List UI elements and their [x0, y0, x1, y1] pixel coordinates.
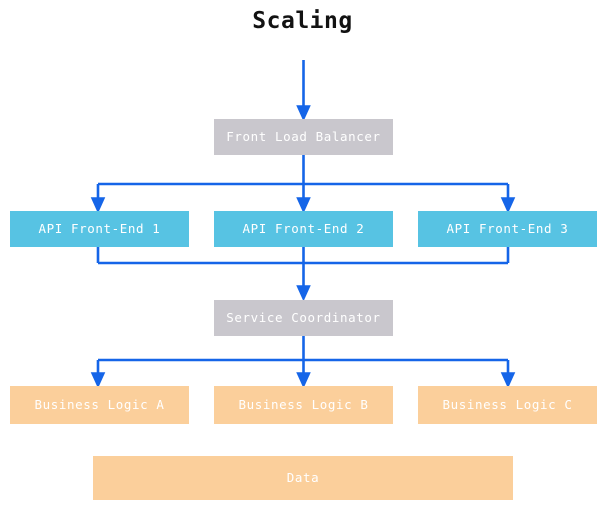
node-label: Data [286, 469, 320, 485]
node-label: Business Logic B [238, 396, 369, 412]
node-data[interactable]: Data [93, 456, 513, 500]
node-business-logic-c[interactable]: Business Logic C [418, 386, 597, 424]
node-api-front-end-1[interactable]: API Front-End 1 [10, 211, 189, 247]
node-label: Business Logic C [442, 396, 573, 412]
node-business-logic-b[interactable]: Business Logic B [214, 386, 393, 424]
node-label: Front Load Balancer [226, 128, 381, 144]
node-label: Service Coordinator [226, 309, 381, 325]
node-api-front-end-2[interactable]: API Front-End 2 [214, 211, 393, 247]
diagram-title: Scaling [252, 8, 353, 34]
node-front-load-balancer[interactable]: Front Load Balancer [214, 119, 393, 155]
node-service-coordinator[interactable]: Service Coordinator [214, 300, 393, 336]
node-label: API Front-End 2 [242, 220, 365, 236]
node-business-logic-a[interactable]: Business Logic A [10, 386, 189, 424]
node-api-front-end-3[interactable]: API Front-End 3 [418, 211, 597, 247]
node-label: API Front-End 1 [38, 220, 161, 236]
node-label: API Front-End 3 [446, 220, 569, 236]
node-label: Business Logic A [34, 396, 165, 412]
